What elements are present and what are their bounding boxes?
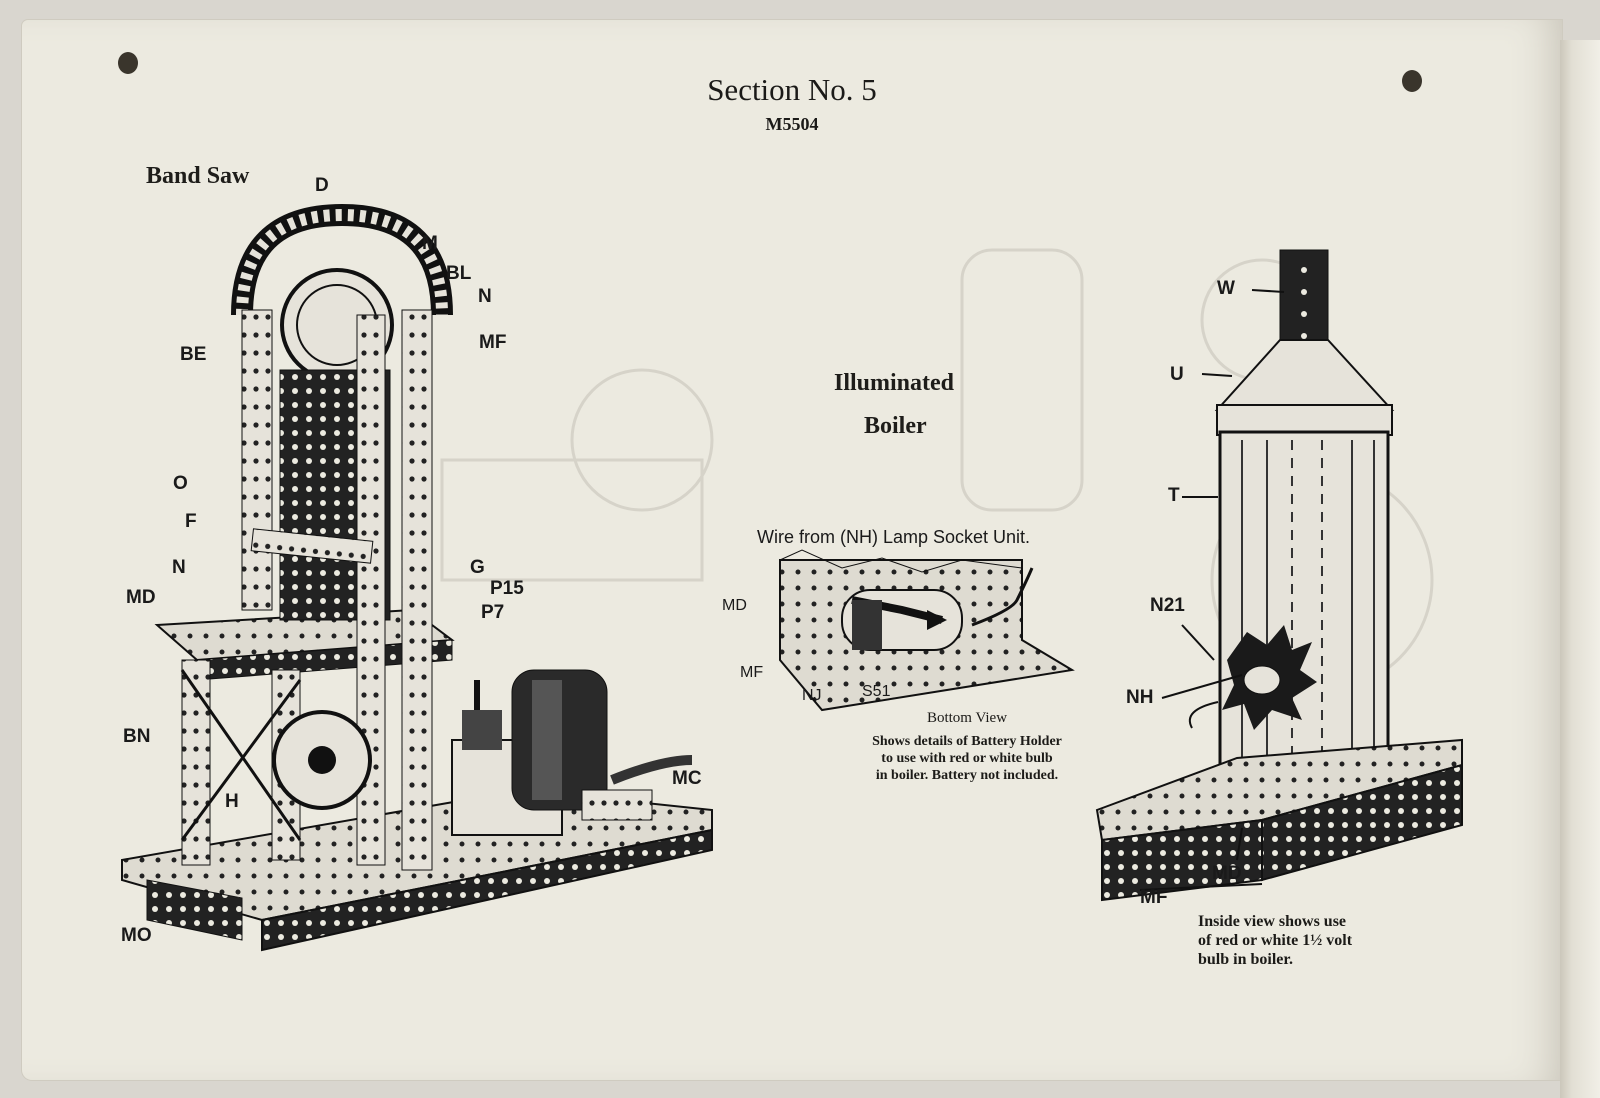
battery-holder-illustration <box>779 549 1075 712</box>
binder-hole-left <box>118 52 138 74</box>
label-bn: BN <box>123 726 151 747</box>
boiler-caption-3: bulb in boiler. <box>1198 951 1294 968</box>
label-center-mf: MF <box>740 664 764 681</box>
bottom-view-caption-2: to use with red or white bulb <box>881 751 1053 766</box>
label-h: H <box>225 791 239 812</box>
label-md: MD <box>126 587 156 608</box>
boiler-title-line2: Boiler <box>864 413 927 439</box>
label-nh: NH <box>1126 687 1154 708</box>
label-right-md: MD <box>1212 863 1242 884</box>
label-center-md: MD <box>722 597 747 614</box>
binder-hole-right <box>1402 70 1422 92</box>
label-mf: MF <box>479 332 507 353</box>
label-o: O <box>173 473 188 494</box>
section-code: M5504 <box>765 114 819 134</box>
label-right-mf: MF <box>1140 887 1168 908</box>
section-title: Section No. 5 <box>707 72 877 107</box>
wire-note: Wire from (NH) Lamp Socket Unit. <box>757 527 1031 547</box>
bottom-view-caption-1: Shows details of Battery Holder <box>872 734 1062 749</box>
band-saw-title: Band Saw <box>146 163 250 189</box>
label-p7: P7 <box>481 602 505 623</box>
label-be: BE <box>180 344 207 365</box>
boiler-caption-2: of red or white 1½ volt <box>1198 932 1353 949</box>
next-page-edge <box>1560 40 1600 1098</box>
label-mc: MC <box>672 768 702 789</box>
bottom-view-title: Bottom View <box>926 710 1008 726</box>
label-m: M <box>422 233 438 254</box>
label-w: W <box>1217 278 1235 299</box>
label-d: D <box>315 175 329 196</box>
label-f: F <box>185 511 197 532</box>
bottom-view-caption-3: in boiler. Battery not included. <box>875 768 1059 783</box>
band-saw-illustration <box>121 203 713 952</box>
label-u: U <box>1170 364 1184 385</box>
boiler-caption-1: Inside view shows use <box>1198 913 1347 930</box>
label-n-upper: N <box>478 286 492 307</box>
boiler-title-line1: Illuminated <box>834 370 955 396</box>
label-n21: N21 <box>1150 595 1185 616</box>
label-center-s51: S51 <box>862 683 891 700</box>
label-bl: BL <box>446 263 472 284</box>
label-mo: MO <box>121 925 152 946</box>
label-p15: P15 <box>490 578 524 599</box>
label-g: G <box>470 557 485 578</box>
label-n-lower: N <box>172 557 186 578</box>
manual-page: Section No. 5 M5504 Band Saw <box>22 20 1562 1080</box>
label-center-nj: NJ <box>802 687 822 704</box>
label-t: T <box>1168 485 1180 506</box>
boiler-illustration <box>1095 249 1463 902</box>
